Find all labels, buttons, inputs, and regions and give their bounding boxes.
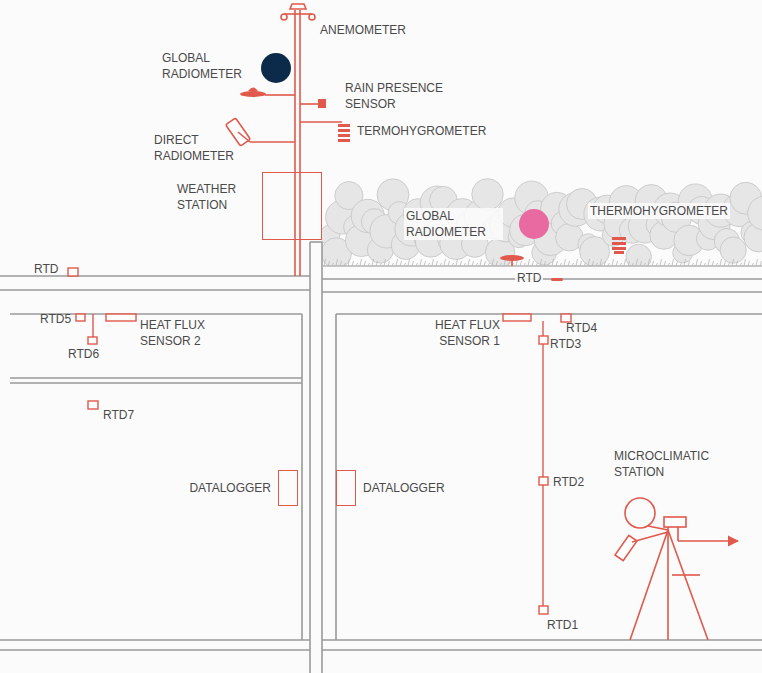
foliage <box>472 179 503 210</box>
grass <box>564 259 566 266</box>
building-structure <box>0 242 762 673</box>
grass <box>624 259 626 266</box>
sensor-label: MICROCLIMATIC STATION <box>614 448 734 480</box>
grass <box>480 259 482 266</box>
grass <box>696 259 698 266</box>
sensor-label: DIRECT RADIOMETER <box>154 132 234 164</box>
grass <box>612 259 614 266</box>
sensor-label: THERMOHYGROMETER <box>588 203 730 219</box>
grass <box>720 259 722 266</box>
rain-sensor-symbol <box>318 99 326 108</box>
grass <box>492 259 494 266</box>
roof-global-radiometer-symbol <box>500 255 524 266</box>
grass <box>576 259 578 266</box>
sensor-label: GLOBAL RADIOMETER <box>404 208 503 240</box>
node-label: DATALOGGER <box>171 480 271 496</box>
grass <box>684 259 686 266</box>
grass <box>756 259 758 266</box>
grass <box>408 259 410 266</box>
sensor-label: RAIN PRESENCE SENSOR <box>345 80 455 112</box>
marker-dot <box>261 53 291 83</box>
grass <box>552 259 554 266</box>
grass <box>708 259 710 266</box>
foliage <box>748 196 762 230</box>
grass <box>468 259 470 266</box>
grass <box>660 259 662 266</box>
sensor-label: RTD3 <box>550 336 590 352</box>
rtd-symbol <box>551 278 563 281</box>
grass <box>732 259 734 266</box>
sensor-label: RTD2 <box>553 474 593 490</box>
grass <box>444 259 446 266</box>
sensor-label: ANEMOMETER <box>320 22 430 38</box>
grass <box>420 259 422 266</box>
sensor-label: RTD <box>515 270 543 286</box>
sensor-label: GLOBAL RADIOMETER <box>162 50 257 82</box>
weather-mast <box>250 4 342 276</box>
sensors <box>68 268 571 614</box>
grass <box>360 259 362 266</box>
node-label: DATALOGGER <box>363 480 463 496</box>
node-label: WEATHER STATION <box>177 181 257 213</box>
grass <box>396 259 398 266</box>
grass <box>540 259 542 266</box>
grass <box>456 259 458 266</box>
grass <box>432 259 434 266</box>
sensor-label: RTD4 <box>566 320 606 336</box>
grass <box>348 259 350 266</box>
grass <box>372 259 374 266</box>
sensor-label: RTD7 <box>103 407 143 423</box>
sensor-label: RTD <box>34 261 74 277</box>
grass <box>324 259 326 266</box>
sensor-label: RTD5 <box>40 311 80 327</box>
grass <box>384 259 386 266</box>
green-roof-vegetation <box>322 179 762 266</box>
sensor-label: RTD1 <box>547 617 587 633</box>
sensor-label: TERMOHYGROMETER <box>357 123 497 139</box>
sensor-label: HEAT FLUX SENSOR 2 <box>140 317 230 349</box>
grass <box>672 259 674 266</box>
sensor-label: HEAT FLUX SENSOR 1 <box>408 317 500 349</box>
grass <box>528 259 530 266</box>
marker-dot <box>519 209 549 239</box>
sensor-label: RTD6 <box>68 346 108 362</box>
datalogger-box: DATALOGGER <box>278 470 298 506</box>
grass <box>600 259 602 266</box>
datalogger-box: DATALOGGER <box>336 470 356 506</box>
weather-station-box: WEATHER STATION <box>262 172 322 240</box>
roof-thermohygrometer-symbol <box>612 237 626 254</box>
termohygrometer-symbol <box>338 124 350 142</box>
grass <box>588 259 590 266</box>
grass <box>744 259 746 266</box>
microclimatic-station <box>615 498 738 640</box>
direct-radiometer-symbol <box>226 118 251 146</box>
global-radiometer-symbol <box>240 88 266 98</box>
foliage <box>626 244 651 266</box>
grass <box>336 259 338 266</box>
grass <box>648 259 650 266</box>
grass <box>636 259 638 266</box>
